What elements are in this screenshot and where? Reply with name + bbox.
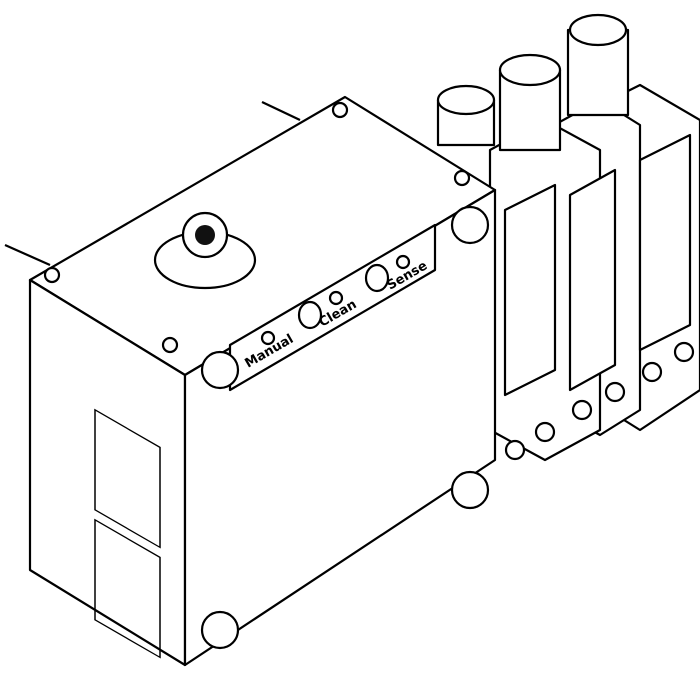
module-3-button[interactable] [673,341,695,363]
screw-icon [200,610,240,650]
screw-icon [450,470,490,510]
manual-led [260,330,276,346]
clean-button[interactable] [297,300,323,330]
module-1-button[interactable] [534,421,556,443]
sense-led [395,254,411,270]
sensor-modules [436,13,700,462]
module-2-button[interactable] [571,399,593,421]
bolt-icon [261,101,301,121]
module-2-display [568,168,617,392]
clean-led [328,290,344,306]
module-1-display [503,183,557,397]
main-block [28,95,497,667]
module-3-button[interactable] [641,361,663,383]
label-field [94,408,161,549]
module-3-display [638,133,692,352]
module-1-button[interactable] [504,439,526,461]
module-2-button[interactable] [604,381,626,403]
sense-button[interactable] [364,263,390,293]
screw-icon [450,205,490,245]
bolt-icon [4,243,51,267]
label-field [94,518,161,659]
screw-icon [200,350,240,390]
